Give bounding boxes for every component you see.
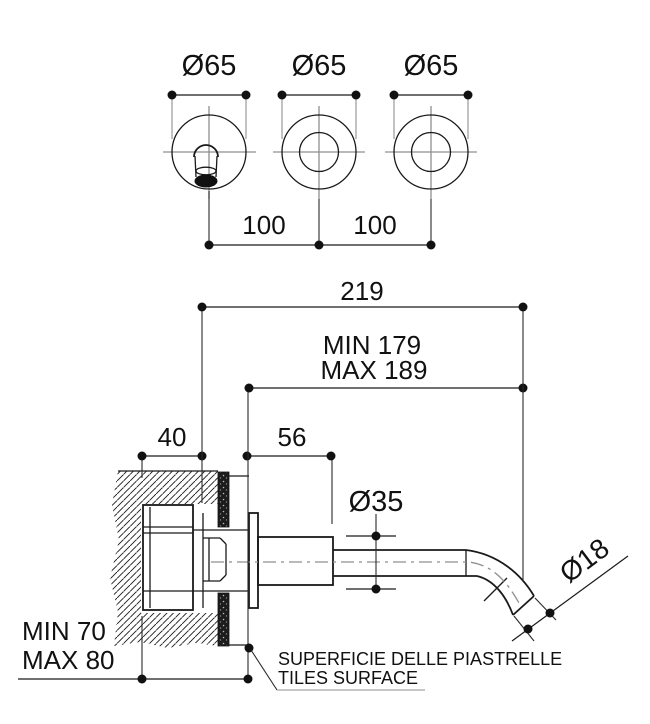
handle-front-view-left bbox=[281, 114, 357, 190]
side-view: 219 MIN 179 MAX 189 40 56 bbox=[18, 276, 629, 691]
tiles-surface-note: SUPERFICIE DELLE PIASTRELLE TILES SURFAC… bbox=[244, 643, 562, 691]
note-line-italian: SUPERFICIE DELLE PIASTRELLE bbox=[278, 649, 562, 669]
spout bbox=[257, 536, 535, 616]
dim-diameter-18-group: Ø18 bbox=[511, 532, 629, 642]
spout-bend-inner bbox=[476, 575, 514, 616]
tile-layer-lower bbox=[217, 592, 230, 647]
spout-stub-dome bbox=[193, 144, 219, 158]
tile-layer-upper bbox=[217, 471, 230, 528]
spout-bend-outer bbox=[465, 549, 535, 597]
dim-219-group: 219 bbox=[197, 276, 528, 312]
dim-label-diameter-65-3: Ø65 bbox=[404, 50, 459, 82]
dim-label-spacing-100-2: 100 bbox=[353, 210, 396, 240]
dim-label-min-179: MIN 179 bbox=[323, 330, 421, 360]
dim-diameter-35-group: Ø35 bbox=[346, 486, 403, 594]
dim-label-diameter-35: Ø35 bbox=[349, 486, 404, 518]
top-view: Ø65 Ø65 Ø65 100 100 bbox=[163, 50, 477, 250]
spout-outlet-face bbox=[512, 595, 535, 616]
spout-sleeve bbox=[257, 536, 334, 586]
dim-label-spacing-100-1: 100 bbox=[242, 210, 285, 240]
dim-40-56-group: 40 56 bbox=[137, 422, 336, 461]
note-line-english: TILES SURFACE bbox=[278, 668, 418, 688]
dim-min-max-reach-group: MIN 179 MAX 189 bbox=[244, 330, 528, 393]
dim-label-diameter-18: Ø18 bbox=[554, 532, 615, 589]
dim-diameter-65-group: Ø65 Ø65 Ø65 bbox=[167, 50, 473, 139]
escutcheon-plate bbox=[248, 512, 259, 609]
dim-label-min-70: MIN 70 bbox=[22, 616, 106, 646]
dim-label-diameter-65-1: Ø65 bbox=[182, 50, 237, 82]
dim-label-diameter-65-2: Ø65 bbox=[292, 50, 347, 82]
leader-line bbox=[250, 649, 278, 691]
spout-outlet-opening bbox=[194, 174, 218, 188]
spout-centerline bbox=[211, 561, 520, 604]
spout-front-view bbox=[171, 114, 247, 190]
dim-label-219: 219 bbox=[340, 276, 383, 306]
dim-label-max-80: MAX 80 bbox=[22, 645, 115, 675]
handle-front-view-right bbox=[393, 114, 469, 190]
dim-label-max-189: MAX 189 bbox=[321, 355, 428, 385]
spout-rim-band bbox=[483, 577, 508, 602]
extension-lines bbox=[141, 311, 524, 677]
spout-stub-section bbox=[195, 166, 217, 176]
dim-label-40: 40 bbox=[158, 422, 187, 452]
valve-body bbox=[142, 504, 249, 611]
dim-spacing-100-group: 100 100 bbox=[204, 191, 436, 250]
spout-escutcheon-circle bbox=[171, 114, 247, 190]
centerlines-top-view bbox=[163, 106, 477, 199]
dim-label-56: 56 bbox=[278, 422, 307, 452]
dim-embed-depth-group: MIN 70 MAX 80 bbox=[18, 616, 253, 684]
wall-hatch bbox=[110, 471, 218, 648]
